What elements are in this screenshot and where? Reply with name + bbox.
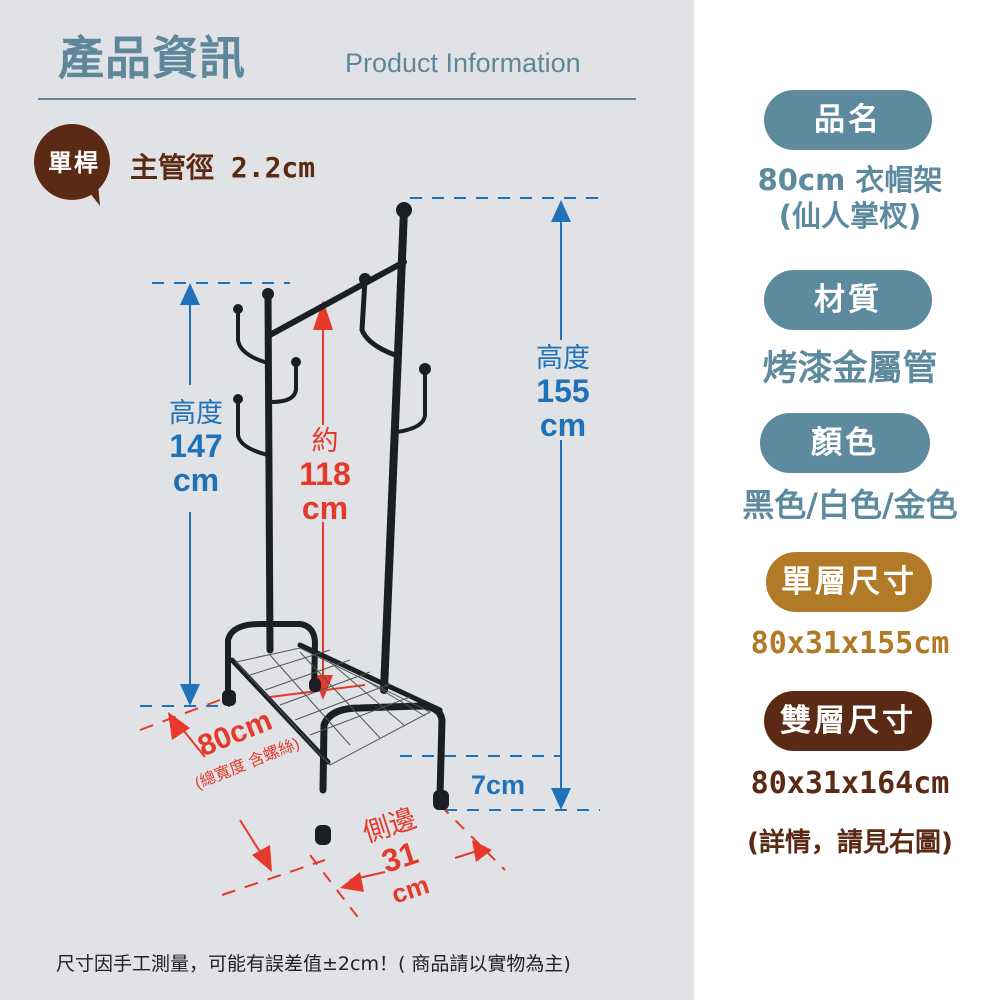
hook-height-label: 高度 147 cm [169,398,223,498]
double-size-note: (詳情，請見右圖) [747,828,953,858]
product-name: 80cm 衣帽架 (仙人掌杈) [757,163,943,233]
wheel-height-label: 7cm [470,770,526,800]
page-subtitle: Product Information [345,48,581,78]
product-info-panel [0,0,694,1000]
dimension-lines-blue [140,197,600,811]
title-divider [38,98,636,100]
rack-frame [225,206,446,799]
page-title: 產品資訊 [58,31,246,85]
double-size-value: 80x31x164cm [750,766,950,801]
arrow-up-icon [551,200,571,222]
single-size-label-pill: 單層尺寸 [766,552,932,612]
material-label-pill: 材質 [764,270,932,330]
caster-wheels [222,678,449,845]
material-value: 烤漆金屬管 [762,349,938,389]
tube-badge: 單桿 [48,149,100,177]
color-value: 黑色/白色/金色 [742,486,958,524]
tube-diameter-spec: 主管徑 2.2cm [130,151,316,184]
wire-basket [235,647,432,766]
bar-height-label: 約 118 cm [299,426,351,526]
arrow-up-icon [313,300,333,330]
double-size-label-pill: 雙層尺寸 [764,691,932,751]
arrow-up-icon [180,283,200,305]
arrow-icon [252,845,272,872]
color-label-pill: 顏色 [760,413,930,473]
single-size-value: 80x31x155cm [750,626,950,661]
rack-diagram [139,197,600,921]
finials [233,202,431,404]
spec-panel [694,0,1000,1000]
arrow-down-icon [180,684,200,706]
measurement-disclaimer: 尺寸因手工測量，可能有誤差值±2cm！( 商品請以實物為主) [56,953,571,975]
arrow-down-icon [551,788,571,810]
speech-bubble-icon [34,124,110,206]
total-height-label: 高度 155 cm [536,343,590,443]
arrow-icon [168,712,190,740]
arrow-icon [472,840,492,862]
name-label-pill: 品名 [764,90,932,150]
arrow-icon [340,872,364,892]
